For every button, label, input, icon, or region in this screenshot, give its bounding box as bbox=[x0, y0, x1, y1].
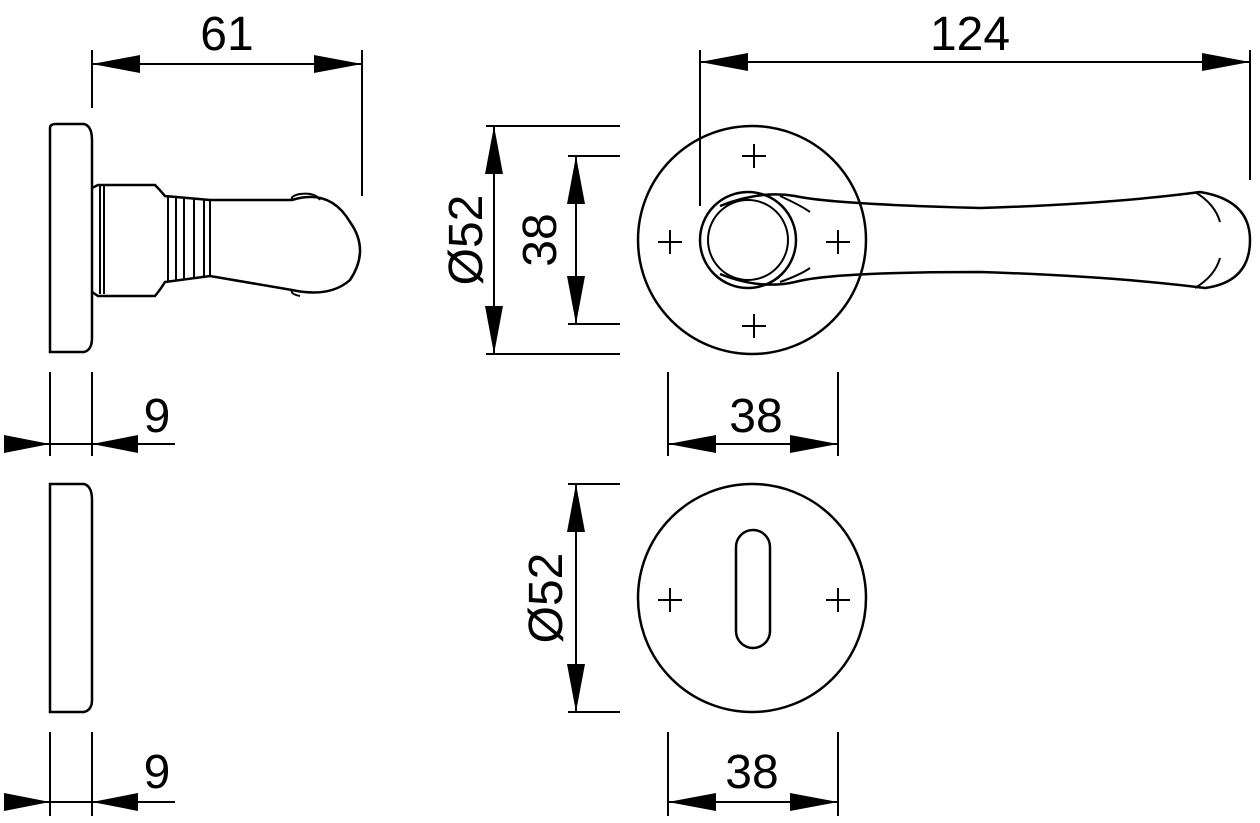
lever-detail bbox=[1194, 191, 1221, 223]
dim-text-9: 9 bbox=[144, 746, 171, 799]
lever-front-view bbox=[636, 124, 1252, 356]
arrow-head bbox=[485, 306, 503, 354]
dim-escutcheon-fixing-width: 38 bbox=[667, 732, 839, 816]
arrow-head bbox=[567, 484, 585, 532]
lever-collar-outer bbox=[698, 190, 798, 290]
dim-rose-thickness: 9 bbox=[4, 372, 175, 456]
arrow-head bbox=[4, 793, 50, 811]
fixing-cross bbox=[658, 230, 682, 254]
lever-tip-curl bbox=[290, 289, 301, 297]
lever-side-view bbox=[48, 122, 362, 354]
rose-outline bbox=[636, 124, 868, 356]
dim-escutcheon-thickness: 9 bbox=[4, 732, 175, 816]
lever-collar-inner bbox=[707, 199, 789, 281]
escutcheon-outline bbox=[636, 482, 868, 714]
rose-side-profile bbox=[48, 122, 94, 354]
arrow-head bbox=[668, 435, 716, 453]
arrow-head bbox=[567, 156, 585, 204]
arrow-head bbox=[790, 793, 838, 811]
lever-tip-curl bbox=[290, 192, 321, 201]
arrow-head bbox=[4, 435, 50, 453]
fixing-cross bbox=[742, 144, 766, 168]
dim-text-124: 124 bbox=[930, 8, 1010, 61]
escutcheon-side-profile bbox=[48, 482, 94, 714]
dim-text-61: 61 bbox=[200, 8, 253, 61]
arrow-head bbox=[668, 793, 716, 811]
arrow-head bbox=[567, 664, 585, 712]
escutcheon-front-view bbox=[636, 482, 868, 714]
arrow-head bbox=[485, 126, 503, 174]
keyhole-slot bbox=[734, 528, 772, 650]
lever-detail bbox=[1194, 257, 1221, 289]
dim-text-9: 9 bbox=[144, 390, 171, 443]
fixing-cross bbox=[826, 588, 850, 612]
dim-text-38: 38 bbox=[729, 390, 782, 443]
dim-text-38: 38 bbox=[514, 213, 567, 266]
dim-text-d52: Ø52 bbox=[520, 553, 573, 644]
dim-lever-projection: 61 bbox=[91, 8, 363, 196]
dim-lever-length: 124 bbox=[699, 8, 1251, 206]
arrow-head bbox=[700, 53, 748, 71]
arrow-head bbox=[314, 55, 362, 73]
fixing-cross bbox=[658, 588, 682, 612]
arrow-head bbox=[92, 435, 138, 453]
dim-text-38: 38 bbox=[725, 746, 778, 799]
dim-rose-diameter: Ø52 bbox=[440, 125, 620, 355]
escutcheon-side-view bbox=[48, 482, 94, 714]
lever-detail bbox=[779, 195, 811, 213]
lever-body bbox=[719, 190, 1252, 290]
arrow-head bbox=[1202, 53, 1250, 71]
arrow-head bbox=[567, 276, 585, 324]
arrow-head bbox=[790, 435, 838, 453]
fixing-cross bbox=[742, 314, 766, 338]
dim-text-d52: Ø52 bbox=[440, 195, 493, 286]
lever-neck-profile bbox=[91, 183, 362, 298]
lever-detail bbox=[779, 267, 811, 283]
arrow-head bbox=[92, 793, 138, 811]
dim-rose-fixing-width: 38 bbox=[667, 372, 839, 456]
dim-rose-fixing-spacing: 38 bbox=[514, 155, 620, 325]
dim-escutcheon-diameter: Ø52 bbox=[520, 483, 620, 713]
fixing-cross bbox=[826, 230, 850, 254]
arrow-head bbox=[92, 55, 140, 73]
